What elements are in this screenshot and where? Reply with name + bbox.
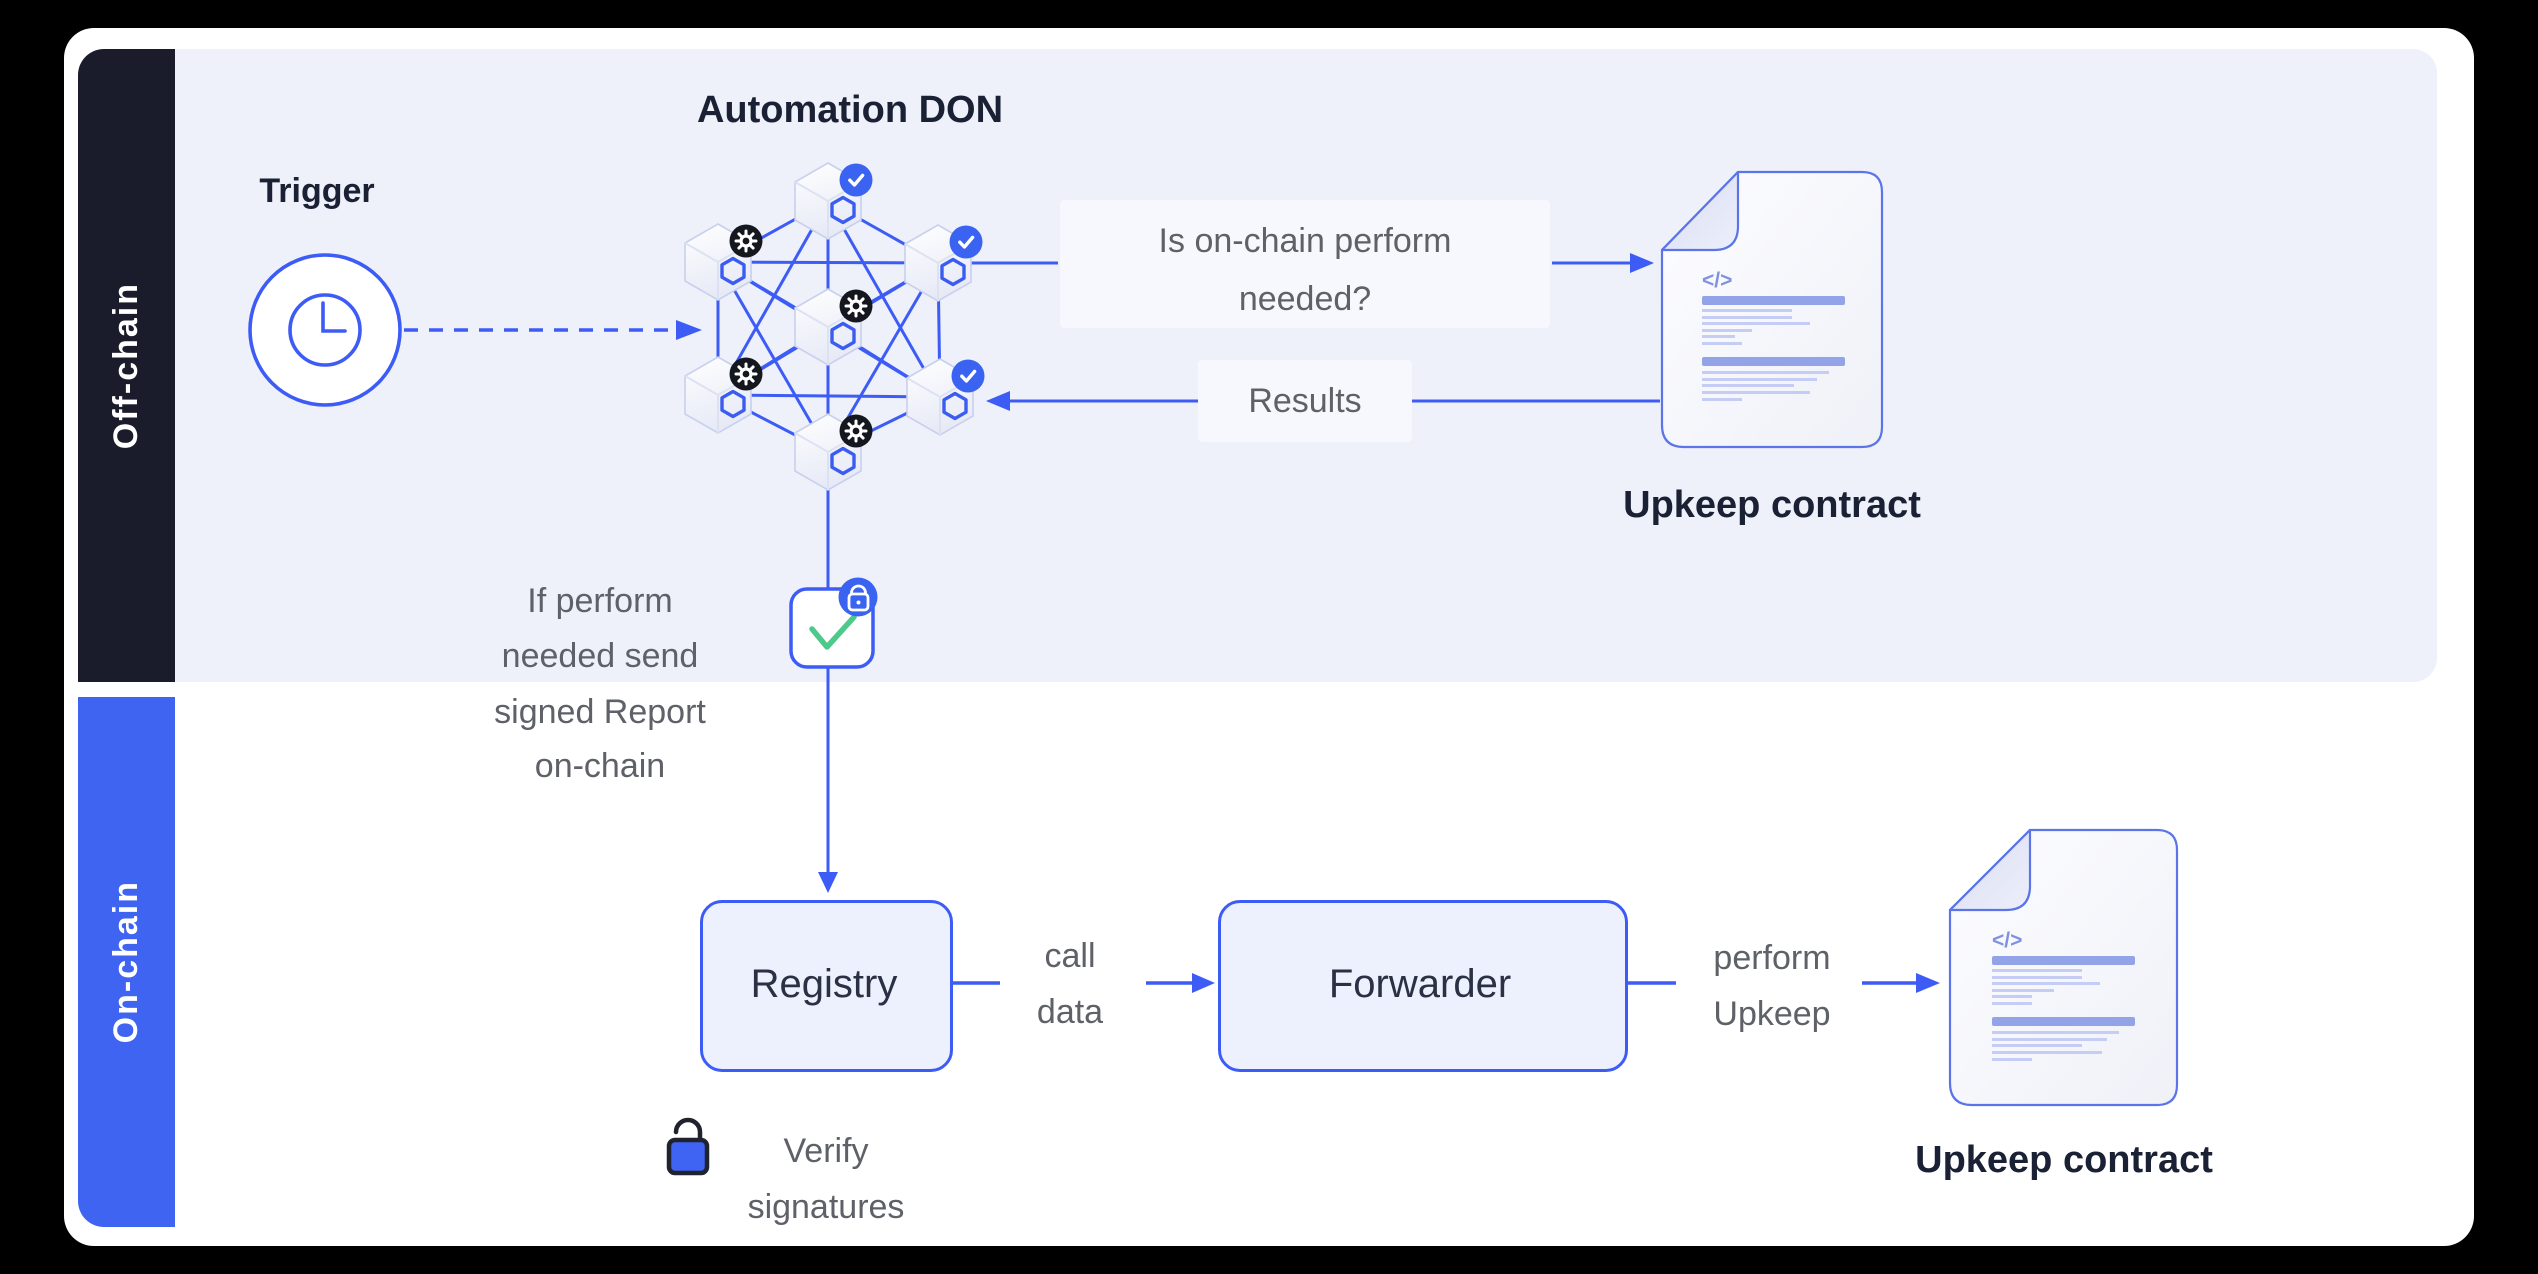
call-data-line-2: data [1036, 993, 1104, 1031]
sidebar-offchain-label: Off-chain [107, 281, 145, 450]
forwarder-box [1218, 900, 1628, 1072]
question-bg [1060, 200, 1550, 328]
report-note-line-1: If perform [527, 582, 673, 620]
verify-line-1: Verify [783, 1132, 869, 1170]
report-note-line-4: on-chain [534, 747, 666, 785]
don-title: Automation DON [696, 89, 1004, 131]
question-line-2: needed? [1238, 280, 1372, 318]
results-bg [1198, 360, 1412, 442]
registry-box [700, 900, 953, 1072]
verify-line-2: signatures [747, 1188, 905, 1226]
results-label: Results [1248, 382, 1362, 420]
sidebar-onchain-label: On-chain [107, 880, 145, 1044]
forwarder-label: Forwarder [1328, 962, 1512, 1006]
sidebar-onchain: On-chain [78, 697, 175, 1227]
sidebar-offchain: Off-chain [78, 49, 175, 682]
upkeep-contract-label-bottom: Upkeep contract [1915, 1139, 2213, 1181]
trigger-label: Trigger [259, 172, 375, 210]
registry-label: Registry [750, 962, 898, 1006]
report-note-line-3: signed Report [494, 693, 706, 731]
question-line-1: Is on-chain perform [1158, 222, 1452, 260]
upkeep-contract-label-top: Upkeep contract [1623, 484, 1921, 526]
perform-upkeep-line-1: perform [1713, 939, 1831, 977]
report-note-line-2: needed send [501, 637, 699, 675]
perform-upkeep-line-2: Upkeep [1713, 995, 1831, 1033]
call-data-line-1: call [1044, 937, 1096, 975]
